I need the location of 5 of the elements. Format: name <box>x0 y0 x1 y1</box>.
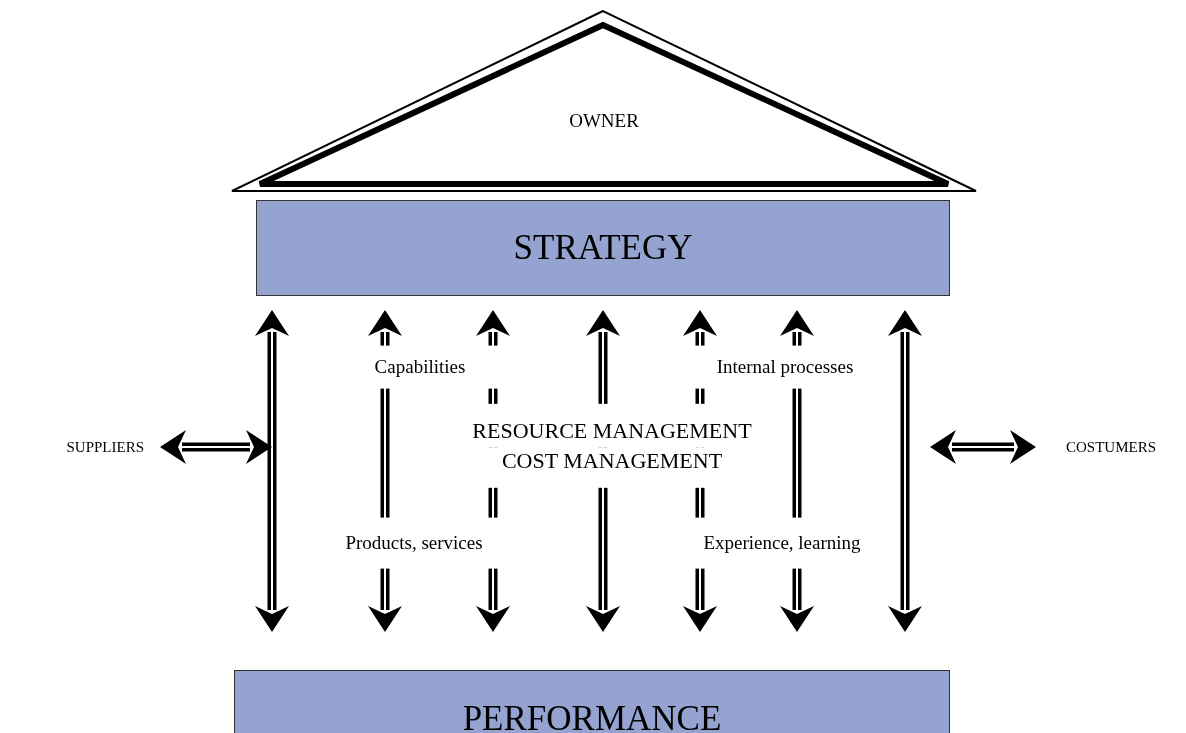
band-box: STRATEGY <box>256 200 950 296</box>
band-box: PERFORMANCE <box>234 670 950 733</box>
side-label: SUPPLIERS <box>30 435 160 459</box>
side-label: COSTUMERS <box>1036 435 1156 459</box>
roof-label: OWNER <box>569 110 639 132</box>
